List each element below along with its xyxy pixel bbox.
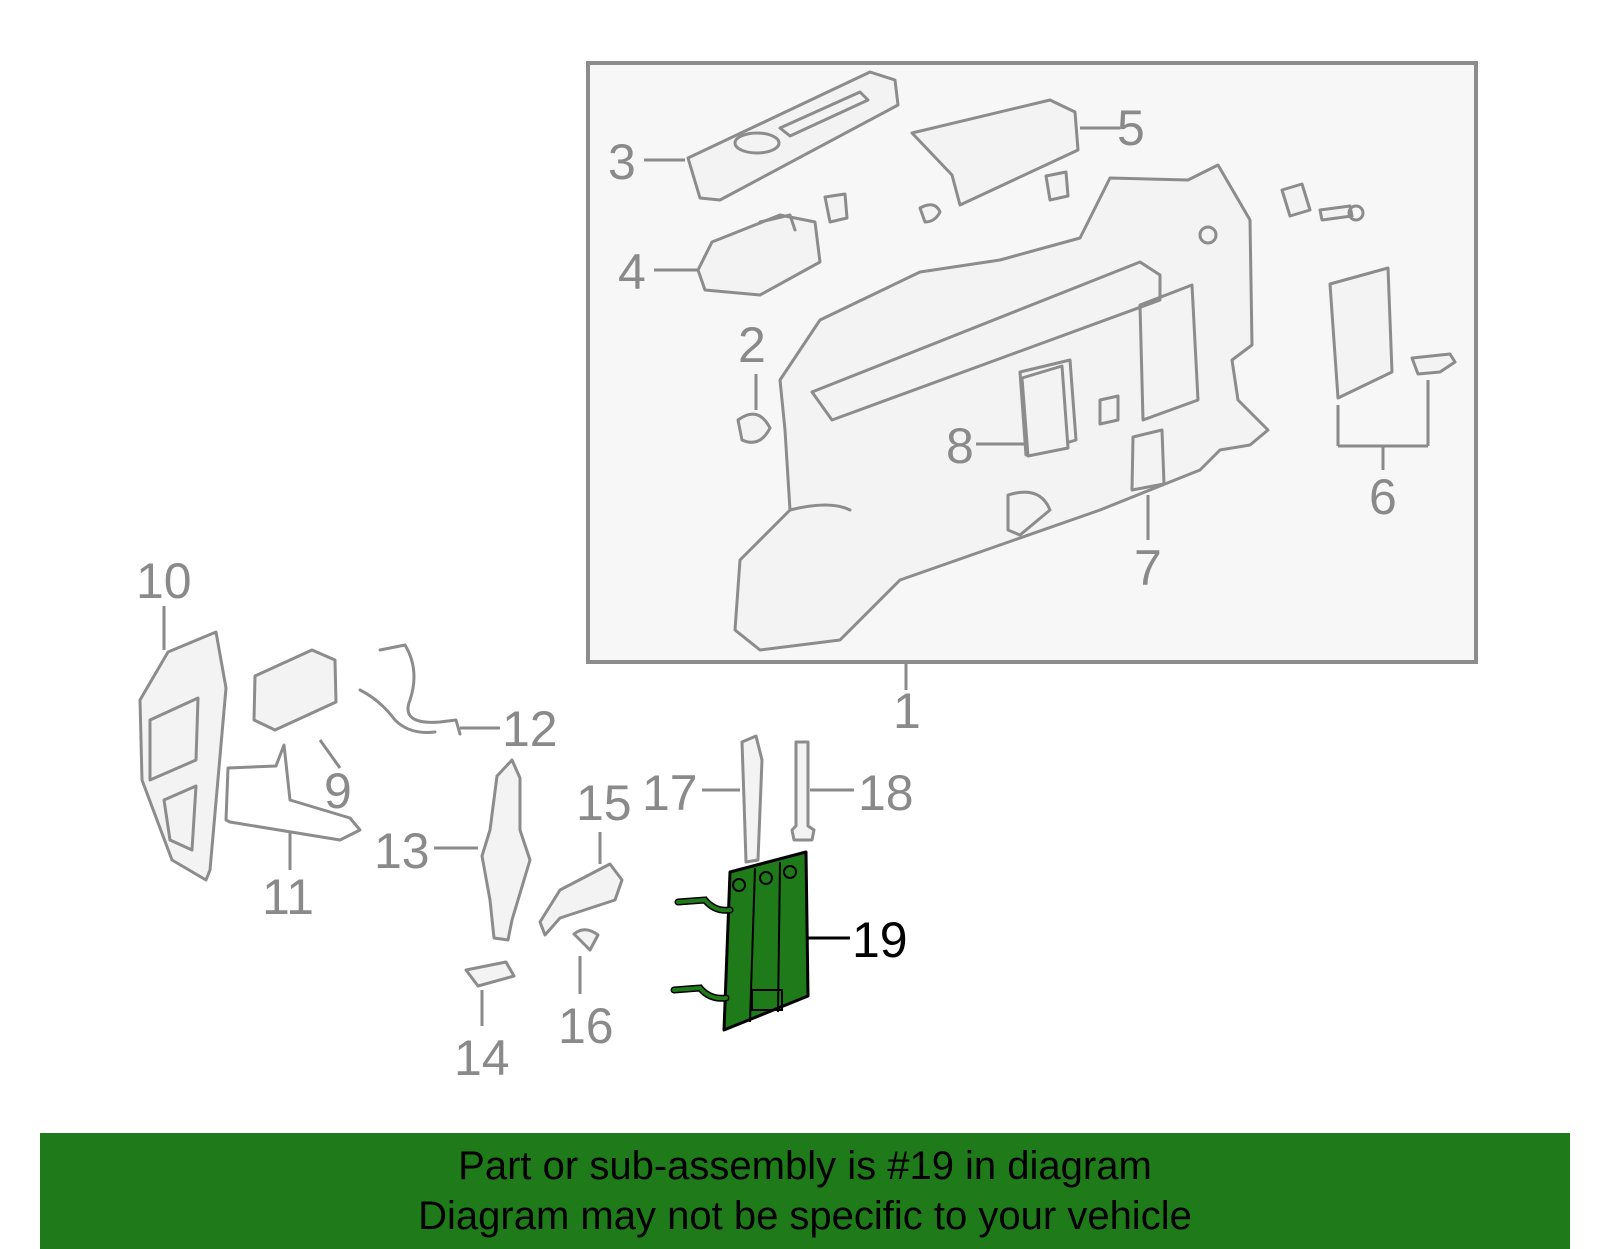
- callout-9: 9: [324, 763, 352, 819]
- part-4-shape[interactable]: [696, 213, 822, 297]
- callout-15: 15: [576, 775, 632, 831]
- part-9-shape[interactable]: [252, 648, 338, 732]
- part-8-shape[interactable]: [1020, 364, 1070, 458]
- part-7-shape[interactable]: [1130, 428, 1166, 492]
- callout-8: 8: [946, 418, 974, 474]
- part-3-shape[interactable]: [686, 70, 900, 202]
- part-13-shape[interactable]: [480, 758, 532, 942]
- clip-a: [823, 192, 849, 224]
- callout-7: 7: [1134, 540, 1162, 596]
- callout-16: 16: [558, 998, 614, 1054]
- part-12-shape[interactable]: [358, 643, 462, 736]
- part-5-shape[interactable]: [910, 98, 1080, 207]
- info-banner: Part or sub-assembly is #19 in diagram D…: [40, 1133, 1570, 1249]
- callout-17: 17: [642, 765, 698, 821]
- part-16-shape[interactable]: [572, 928, 600, 952]
- leader-lines: [162, 126, 1430, 1026]
- callout-14: 14: [454, 1030, 510, 1086]
- part-18-shape[interactable]: [790, 740, 816, 842]
- callout-11: 11: [262, 869, 314, 925]
- callout-1: 1: [893, 683, 921, 739]
- callout-10: 10: [136, 553, 192, 609]
- quarter-trim-panel: [733, 163, 1270, 652]
- callout-3: 3: [608, 134, 636, 190]
- callout-2: 2: [738, 317, 766, 373]
- callout-5: 5: [1117, 100, 1145, 156]
- part-6-shape[interactable]: [1280, 182, 1457, 400]
- callout-12: 12: [502, 701, 558, 757]
- banner-line-2: Diagram may not be specific to your vehi…: [418, 1194, 1192, 1238]
- part-10-shape[interactable]: [138, 630, 228, 882]
- part-19-shape[interactable]: [670, 850, 810, 1032]
- clip-c: [1044, 170, 1070, 202]
- part-14-shape[interactable]: [464, 960, 516, 988]
- callout-13: 13: [374, 823, 430, 879]
- callout-6: 6: [1369, 469, 1397, 525]
- part-11-shape[interactable]: [224, 743, 362, 842]
- clip-b: [918, 203, 942, 224]
- part-15-shape[interactable]: [538, 862, 624, 937]
- part-2-shape[interactable]: [736, 412, 772, 444]
- callout-18: 18: [858, 765, 914, 821]
- banner-line-1: Part or sub-assembly is #19 in diagram: [458, 1144, 1152, 1188]
- part-17-shape[interactable]: [740, 734, 764, 864]
- callout-4: 4: [618, 244, 646, 300]
- callout-19: 19: [852, 912, 908, 968]
